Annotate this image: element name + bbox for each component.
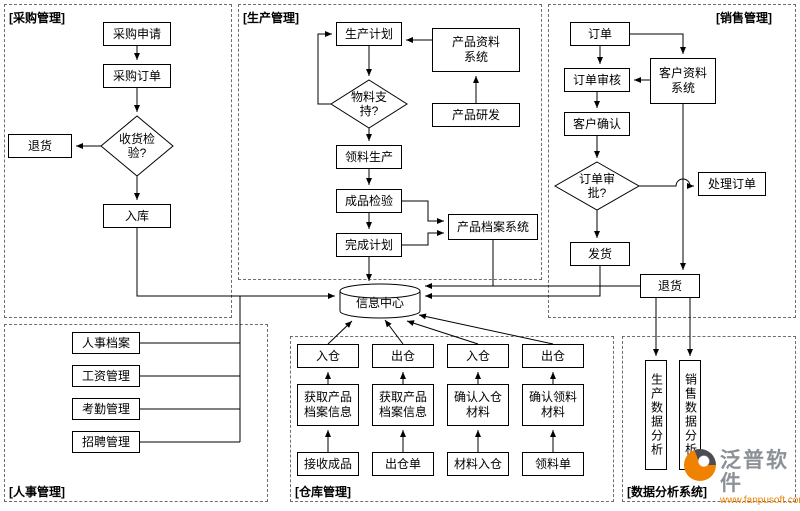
node-purchase-request: 采购申请 — [103, 22, 171, 46]
section-production — [238, 4, 542, 280]
node-picking-production: 领料生产 — [336, 145, 402, 169]
label-hr: [人事管理] — [9, 485, 65, 499]
node-info-center: 信息中心 — [355, 295, 404, 310]
node-wh-outbound-order: 出仓单 — [372, 452, 434, 476]
node-wh-receive-finished: 接收成品 — [297, 452, 359, 476]
watermark: 泛普软件 www.fanpusoft.com — [684, 449, 800, 507]
decision-receiving-check: 收货检 验? — [118, 131, 155, 160]
node-wh-confirm-pick-material: 确认领料材料 — [522, 384, 584, 426]
node-handle-order: 处理订单 — [698, 172, 766, 196]
node-wh-out-2: 出仓 — [522, 344, 584, 368]
node-production-data-analysis: 生产数据分析 — [645, 360, 667, 470]
node-production-plan: 生产计划 — [336, 22, 402, 46]
watermark-url: www.fanpusoft.com — [720, 495, 800, 507]
section-analysis — [622, 336, 796, 502]
section-warehouse — [290, 336, 614, 502]
watermark-brand: 泛普软件 — [720, 449, 789, 496]
section-procurement — [4, 4, 232, 318]
node-wh-confirm-in-material: 确认入仓材料 — [447, 384, 509, 426]
node-wh-out-1: 出仓 — [372, 344, 434, 368]
node-order: 订单 — [570, 22, 630, 46]
node-purchase-return: 退货 — [8, 134, 72, 158]
node-wh-material-in: 材料入仓 — [447, 452, 509, 476]
node-purchase-order: 采购订单 — [103, 64, 171, 88]
node-hr-attendance: 考勤管理 — [72, 398, 140, 420]
node-wh-get-archive-1: 获取产品档案信息 — [297, 384, 359, 426]
node-wh-in-2: 入仓 — [447, 344, 509, 368]
label-warehouse: [仓库管理] — [295, 485, 351, 499]
section-sales — [548, 4, 796, 318]
section-hr — [4, 324, 268, 502]
node-complete-plan: 完成计划 — [336, 233, 402, 257]
node-sales-data-analysis: 销售数据分析 — [679, 360, 701, 470]
node-hr-recruit: 招聘管理 — [72, 431, 140, 453]
node-hr-salary: 工资管理 — [72, 365, 140, 387]
node-product-data-system: 产品资料系统 — [432, 28, 520, 72]
node-product-inspection: 成品检验 — [336, 189, 402, 213]
node-order-review: 订单审核 — [564, 68, 630, 92]
node-product-archive-system: 产品档案系统 — [448, 214, 538, 240]
node-wh-pick-order: 领料单 — [522, 452, 584, 476]
node-customer-data-system: 客户资料系统 — [650, 58, 716, 104]
fanpu-logo-icon — [684, 449, 716, 481]
decision-material-support: 物料支 持? — [350, 89, 387, 118]
label-analysis: [数据分析系统] — [627, 485, 707, 499]
decision-order-approval: 订单审 批? — [578, 171, 615, 200]
label-procurement: [采购管理] — [9, 11, 65, 25]
node-wh-in-1: 入仓 — [297, 344, 359, 368]
node-customer-confirm: 客户确认 — [564, 112, 630, 136]
node-stock-in: 入库 — [103, 204, 171, 228]
label-production: [生产管理] — [243, 11, 299, 25]
node-hr-files: 人事档案 — [72, 332, 140, 354]
node-product-rnd: 产品研发 — [432, 103, 520, 127]
label-sales: [销售管理] — [716, 11, 772, 25]
node-sales-return: 退货 — [640, 274, 700, 298]
node-wh-get-archive-2: 获取产品档案信息 — [372, 384, 434, 426]
node-ship: 发货 — [570, 242, 630, 266]
